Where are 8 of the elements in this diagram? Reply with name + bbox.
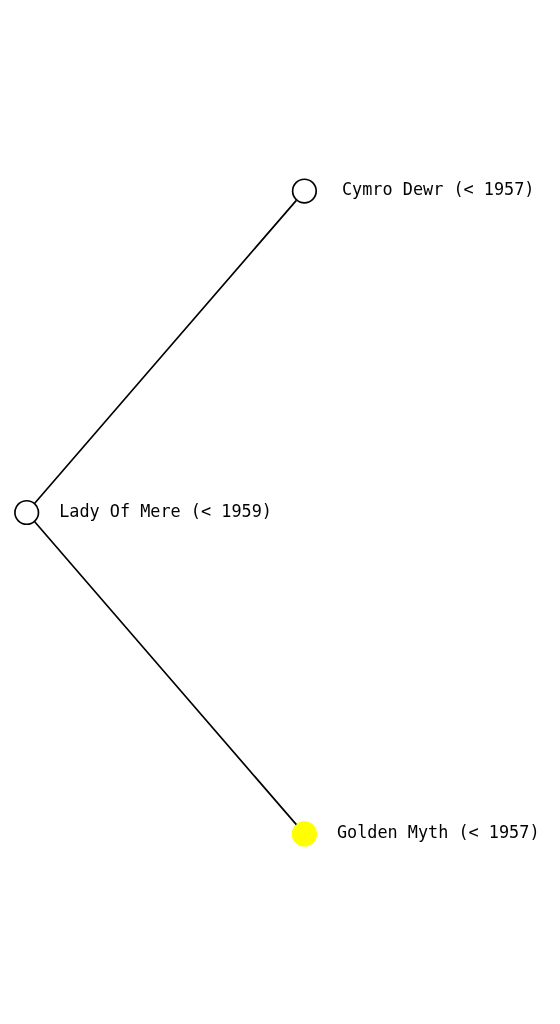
node-label: Cymro Dewr (< 1957) bbox=[341, 178, 535, 199]
node-circle bbox=[291, 177, 318, 204]
node-circle bbox=[14, 499, 40, 525]
node-label: Golden Myth (< 1957) bbox=[336, 821, 540, 842]
connector bbox=[33, 199, 298, 504]
connector bbox=[33, 520, 298, 825]
node-label: Lady Of Mere (< 1959) bbox=[59, 500, 272, 521]
node-circle bbox=[291, 820, 318, 847]
